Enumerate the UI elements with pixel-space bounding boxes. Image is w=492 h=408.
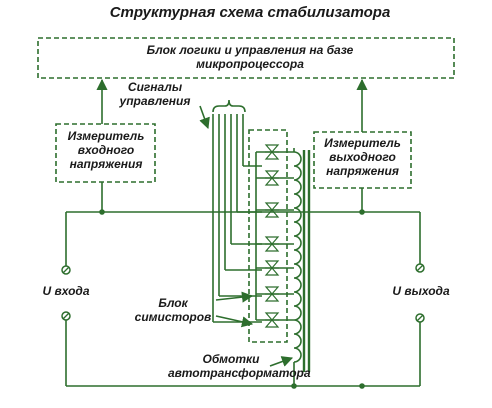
control-signals-label: Сигналы управления xyxy=(110,80,200,108)
triac-icon xyxy=(264,202,280,218)
triac-icon xyxy=(264,260,280,276)
logic-block-label: Блок логики и управления на базе микропр… xyxy=(90,43,410,71)
control-signals-brace xyxy=(212,99,246,113)
output-meter-line1: Измеритель xyxy=(324,136,401,150)
triac-icon xyxy=(264,144,280,160)
diagram-title: Структурная схема стабилизатора xyxy=(109,4,391,21)
triac-icon xyxy=(264,236,280,252)
logic-block-box xyxy=(37,37,455,79)
input-meter-line2: входного xyxy=(77,143,135,157)
triac-block-label: Блок симисторов xyxy=(128,296,218,324)
triac-icon xyxy=(264,170,280,186)
logic-block-line1: Блок логики и управления на базе xyxy=(146,43,354,57)
input-meter-label: Измеритель входного напряжения xyxy=(58,129,154,171)
triac-row xyxy=(256,151,294,321)
control-signals-line1: Сигналы xyxy=(127,80,183,94)
output-voltage-label: U выхода xyxy=(392,284,450,298)
input-meter-line3: напряжения xyxy=(69,157,143,171)
output-meter-line3: напряжения xyxy=(326,164,399,178)
output-meter-label: Измеритель выходного напряжения xyxy=(315,136,410,178)
autotransformer-winding xyxy=(293,151,302,363)
output-meter-line2: выходного xyxy=(329,150,396,164)
triac-block-line1: Блок xyxy=(158,296,188,310)
triac-icon xyxy=(264,286,280,302)
windings-label: Обмотки автотрансформатора xyxy=(168,352,311,380)
input-meter-line1: Измеритель xyxy=(67,129,145,143)
windings-line1: Обмотки xyxy=(202,352,260,366)
triac-block-line2: симисторов xyxy=(134,310,212,324)
triac-block-box xyxy=(248,129,288,343)
control-signals-line2: управления xyxy=(119,94,191,108)
windings-line2: автотрансформатора xyxy=(168,366,311,380)
logic-block-line2: микропроцессора xyxy=(196,57,304,71)
input-voltage-label: U входа xyxy=(42,284,90,298)
input-meter-box xyxy=(55,123,156,183)
triac-icon xyxy=(264,312,280,328)
